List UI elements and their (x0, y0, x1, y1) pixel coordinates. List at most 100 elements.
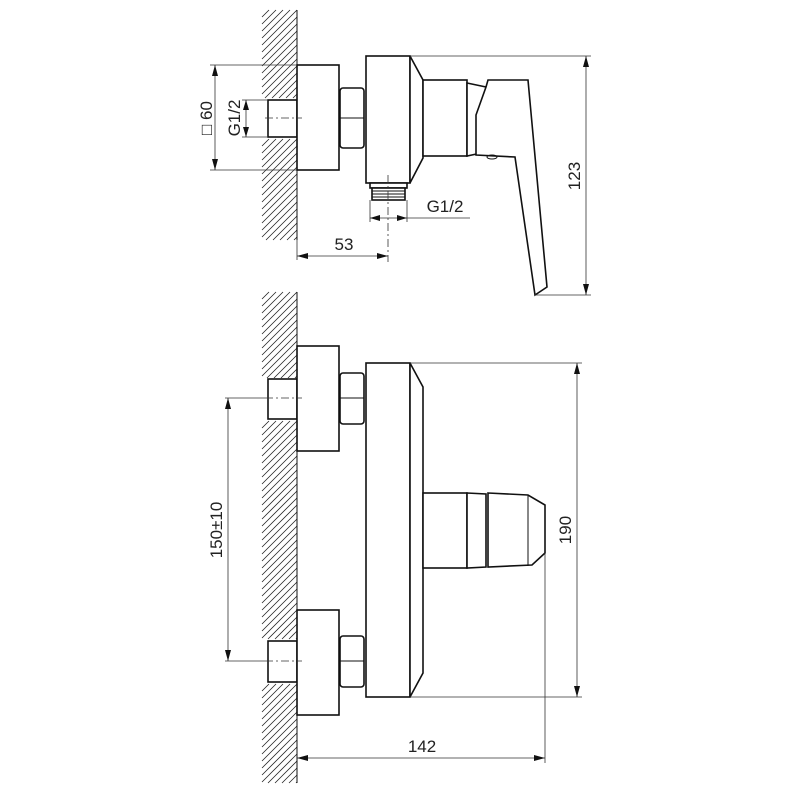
hatch-line (279, 222, 298, 241)
hex-nut-lower (339, 635, 365, 688)
hatch-line (261, 504, 298, 541)
wall-flange-upper (296, 345, 340, 452)
wall-flange (296, 64, 340, 171)
hatch-line (261, 420, 284, 443)
dimension-150: 150±10 (207, 397, 265, 662)
hatch-line (261, 525, 298, 562)
hatch-line (281, 623, 298, 640)
hatch-line (261, 340, 298, 377)
dimension-inlet-thread: G1/2 (225, 100, 268, 138)
hatch-line (267, 609, 298, 640)
hatch-line (261, 553, 298, 590)
inlet-pipe-lower (267, 640, 298, 683)
dimension-square-60: □ 60 (197, 64, 297, 171)
hatch-line (261, 194, 298, 231)
hatch-line (274, 616, 298, 640)
hatch-line (261, 434, 298, 471)
hatch-line (261, 138, 291, 168)
hatch-line (261, 739, 298, 776)
dimension-label: □ 60 (197, 101, 216, 135)
hatch-line (261, 291, 291, 321)
hatch-line (261, 697, 298, 734)
collar (466, 492, 487, 569)
hatch-line (288, 774, 298, 784)
hatch-line (261, 455, 298, 492)
hatch-line (261, 138, 277, 154)
inlet-pipe-upper (267, 378, 298, 420)
hatch-line (261, 420, 291, 450)
hatch-line (273, 354, 298, 379)
hatch-line (261, 291, 298, 328)
hatch-line (261, 732, 298, 769)
hatch-line (271, 72, 298, 99)
hatch-line (261, 9, 298, 46)
hatch-line (261, 58, 298, 95)
hatch-line (265, 208, 298, 241)
dimension-53: 53 (296, 235, 388, 260)
hatch-line (278, 79, 298, 99)
hatch-line (261, 581, 298, 618)
hatch-line (261, 37, 298, 74)
hatch-line (261, 326, 298, 363)
hatch-line (261, 201, 298, 238)
hatch-line (261, 51, 298, 88)
hatch-line (261, 333, 298, 370)
hatch-line (261, 746, 298, 783)
hatch-line (261, 145, 298, 182)
dimension-label: 53 (335, 235, 354, 254)
lever-handle (475, 79, 548, 297)
hatch-line (261, 683, 270, 692)
wall-flange-lower (296, 609, 340, 716)
hatch-line (274, 760, 298, 784)
hatch-line (287, 368, 298, 379)
hatch-line (261, 490, 298, 527)
dimension-label: G1/2 (225, 100, 244, 137)
hatch-line (285, 86, 298, 99)
lever-handle (487, 492, 546, 568)
hatch-line (261, 469, 298, 506)
hatch-line (261, 166, 298, 203)
hatch-line (261, 683, 277, 699)
hatch-line (280, 361, 298, 379)
front-view: 150±10 190 142 (207, 291, 582, 784)
hatch-line (261, 683, 298, 720)
dimension-label: 190 (556, 516, 575, 544)
hatch-line (261, 159, 298, 196)
hatch-line (261, 9, 277, 25)
hatch-line (261, 187, 298, 224)
hatch-line (261, 546, 298, 583)
outlet-thread (369, 182, 408, 201)
hatch-line (261, 427, 298, 464)
cartridge-housing (422, 492, 468, 569)
hatch-line (261, 173, 298, 210)
hatch-line (261, 718, 298, 755)
hatch-line (261, 595, 298, 632)
hatch-line (261, 532, 298, 569)
hatch-line (272, 215, 298, 241)
hatch-line (267, 753, 298, 784)
hatch-line (261, 711, 298, 748)
hatch-line (261, 476, 298, 513)
hatch-line (266, 347, 298, 379)
hatch-line (261, 704, 298, 741)
hatch-line (261, 683, 291, 713)
dimension-label: G1/2 (427, 197, 464, 216)
dimension-123: 123 (410, 55, 591, 296)
hatch-line (261, 602, 298, 639)
mixer-body (365, 55, 424, 184)
hatch-line (261, 462, 298, 499)
hatch-line (261, 420, 298, 457)
hatch-line (261, 725, 298, 762)
hatch-line (281, 767, 298, 784)
hatch-line (261, 138, 298, 175)
hatch-line (261, 518, 298, 555)
hatch-line (261, 138, 270, 147)
hatch-line (261, 448, 298, 485)
hatch-line (261, 567, 298, 604)
hatch-line (261, 305, 298, 342)
hatch-line (261, 574, 298, 611)
hatch-line (261, 441, 298, 478)
hatch-line (261, 291, 270, 300)
dimension-142: 142 (297, 553, 546, 763)
hatch-line (261, 420, 270, 429)
